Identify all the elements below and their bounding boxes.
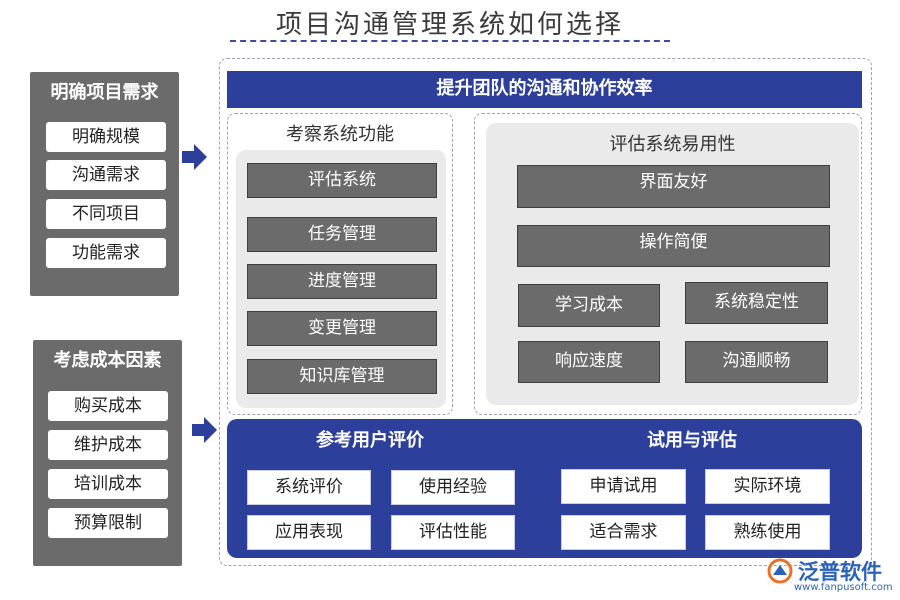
brand-logo: 泛普软件 www.fanpusoft.com [764, 555, 894, 597]
function-item: 知识库管理 [247, 359, 437, 394]
title-underline [230, 40, 670, 42]
requirements-item: 沟通需求 [46, 160, 166, 190]
cost-item: 维护成本 [48, 430, 168, 460]
function-item: 任务管理 [247, 217, 437, 252]
trial-item: 申请试用 [561, 469, 686, 504]
usability-item: 响应速度 [518, 341, 660, 383]
requirements-heading: 明确项目需求 [50, 82, 159, 103]
brand-name: 泛普软件 [798, 560, 882, 584]
arrow-right-icon [192, 417, 217, 443]
usability-heading: 评估系统易用性 [609, 134, 736, 155]
function-item: 进度管理 [247, 264, 437, 299]
usability-item: 沟通顺畅 [685, 341, 828, 383]
requirements-item: 功能需求 [46, 238, 166, 268]
usability-item: 系统稳定性 [685, 282, 828, 324]
examine-heading: 考察系统功能 [286, 124, 394, 145]
main-frame [219, 58, 872, 566]
cost-item: 培训成本 [48, 469, 168, 499]
trial-item: 适合需求 [561, 515, 686, 550]
usability-item: 界面友好 [517, 165, 830, 208]
page-title-text: 项目沟通管理系统如何选择 [275, 10, 624, 40]
trial-item: 实际环境 [705, 469, 830, 504]
usability-item: 操作简便 [517, 225, 830, 267]
requirements-item: 明确规模 [46, 122, 166, 152]
reviews-heading: 参考用户评价 [316, 430, 424, 451]
brand-mark-icon [767, 558, 793, 584]
function-item: 评估系统 [247, 163, 437, 198]
cost-panel: 考虑成本因素 购买成本 维护成本 培训成本 预算限制 [33, 340, 182, 566]
cost-heading: 考虑成本因素 [53, 350, 162, 371]
review-item: 使用经验 [391, 470, 515, 505]
cost-item: 预算限制 [48, 508, 168, 538]
brand-url: www.fanpusoft.com [794, 582, 893, 593]
review-item: 评估性能 [391, 515, 515, 550]
trial-heading: 试用与评估 [647, 430, 737, 451]
usability-item: 学习成本 [518, 284, 660, 327]
cost-item: 购买成本 [48, 391, 168, 421]
requirements-item: 不同项目 [46, 199, 166, 229]
arrow-right-icon [182, 144, 207, 170]
banner: 提升团队的沟通和协作效率 [227, 71, 862, 108]
page-title: 项目沟通管理系统如何选择 [0, 4, 900, 42]
review-item: 系统评价 [247, 470, 371, 505]
function-item: 变更管理 [247, 311, 437, 346]
review-item: 应用表现 [247, 515, 371, 550]
usability-frame [474, 113, 862, 415]
requirements-panel: 明确项目需求 明确规模 沟通需求 不同项目 功能需求 [30, 72, 179, 296]
examine-frame [227, 113, 453, 415]
trial-item: 熟练使用 [705, 515, 830, 550]
